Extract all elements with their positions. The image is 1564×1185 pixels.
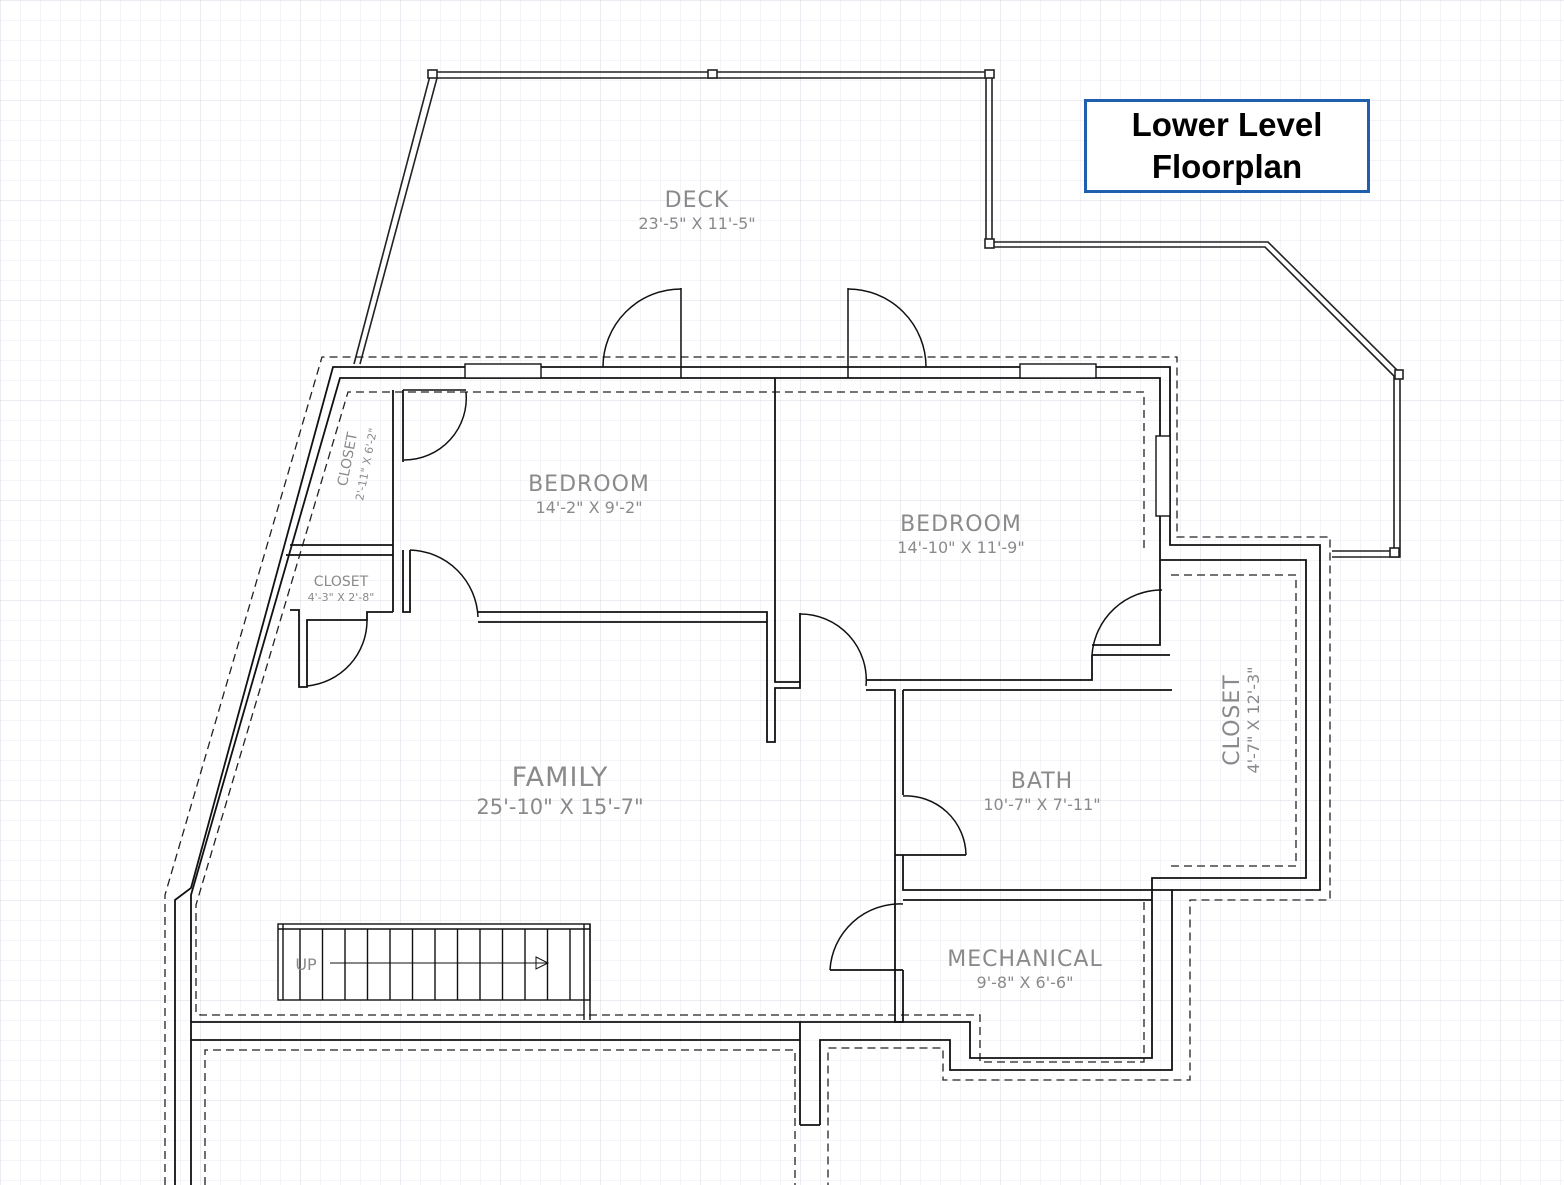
deck-railing — [353, 69, 1404, 558]
closet2-name: CLOSET — [314, 574, 369, 590]
bedroom2-name: BEDROOM — [900, 512, 1022, 537]
foundation-dashed — [164, 356, 1331, 1185]
title-line2: Floorplan — [1151, 148, 1303, 185]
family-name: FAMILY — [512, 762, 609, 793]
bath-dims: 10'-7" X 7'-11" — [983, 795, 1100, 814]
closet2-dims: 4'-3" X 2'-8" — [308, 591, 375, 604]
bedroom1-name: BEDROOM — [528, 472, 650, 497]
title-line1: Lower Level — [1131, 106, 1323, 143]
interior-walls — [286, 378, 1172, 1023]
doors — [306, 288, 1163, 971]
closet3-dims: 4'-7" X 12'-3" — [1244, 666, 1263, 773]
windows — [464, 363, 1171, 517]
bedroom1-dims: 14'-2" X 9'-2" — [535, 498, 642, 517]
mechanical-dims: 9'-8" X 6'-6" — [977, 973, 1074, 992]
mechanical-name: MECHANICAL — [947, 947, 1102, 972]
deck-dims: 23'-5" X 11'-5" — [638, 214, 755, 233]
bedroom2-dims: 14'-10" X 11'-9" — [897, 538, 1024, 557]
exterior-walls — [174, 366, 1321, 1185]
bath-name: BATH — [1011, 769, 1073, 794]
stairs — [277, 923, 591, 1020]
deck-name: DECK — [665, 188, 730, 213]
stairs-up-label: UP — [295, 955, 317, 974]
title-box: Lower Level Floorplan — [1084, 99, 1370, 193]
family-dims: 25'-10" X 15'-7" — [476, 795, 643, 819]
closet3-name: CLOSET — [1220, 674, 1245, 765]
